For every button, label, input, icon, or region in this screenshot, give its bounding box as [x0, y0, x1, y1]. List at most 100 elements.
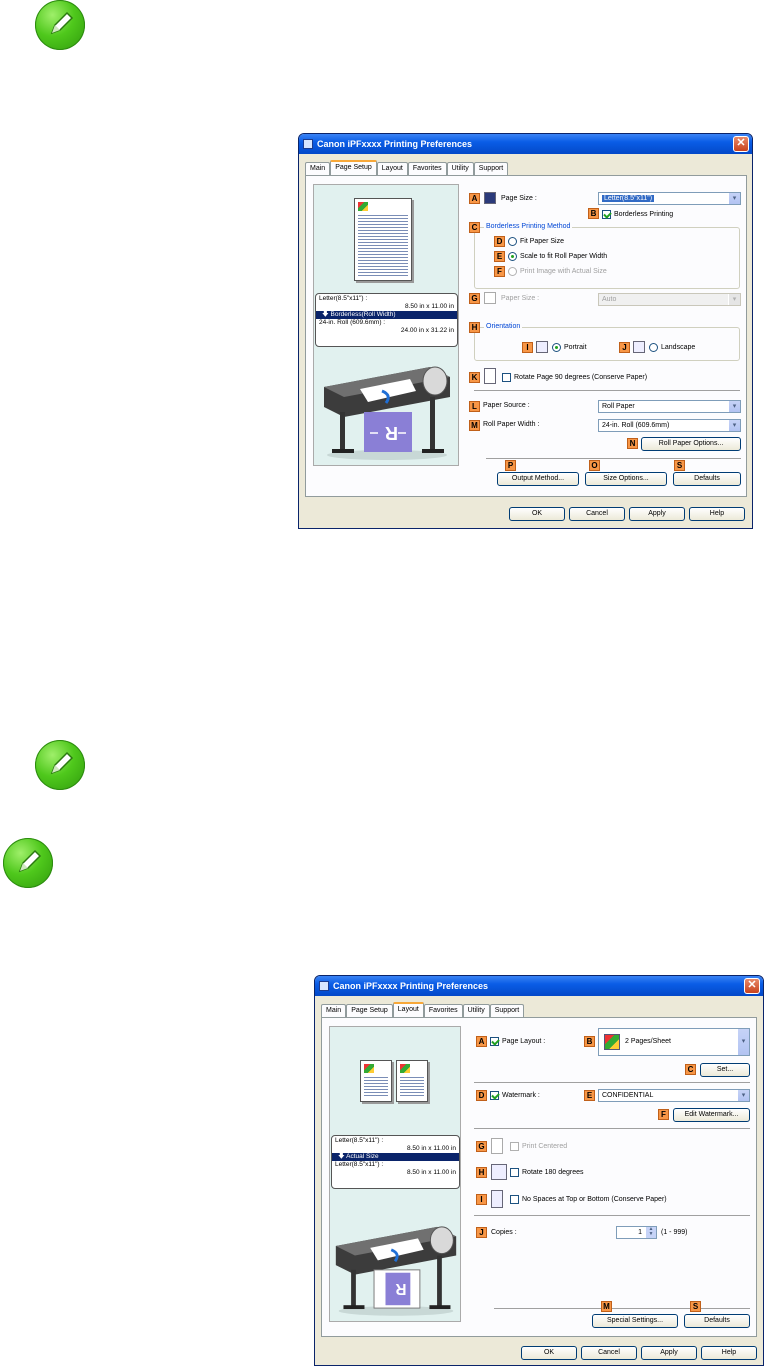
print-centered-label: Print Centered — [522, 1143, 568, 1150]
paper-size-select[interactable]: Auto▾ — [598, 293, 741, 306]
label-k: K — [469, 372, 480, 383]
tab-page-setup[interactable]: Page Setup — [330, 160, 377, 175]
title-bar[interactable]: Canon iPFxxxx Printing Preferences ✕ — [315, 976, 763, 996]
portrait-label: Portrait — [564, 344, 587, 351]
tab-support[interactable]: Support — [489, 1004, 525, 1017]
watermark-select[interactable]: CONFIDENTIAL▾ — [598, 1089, 750, 1102]
watermark-label: Watermark : — [502, 1092, 540, 1099]
tab-utility[interactable]: Utility — [462, 1004, 490, 1017]
ok-button[interactable]: OK — [509, 507, 565, 521]
close-button[interactable]: ✕ — [733, 136, 749, 152]
landscape-label: Landscape — [661, 344, 696, 351]
rotate-180-icon — [491, 1164, 507, 1180]
copies-label: Copies : — [491, 1229, 517, 1236]
borderless-printing-checkbox[interactable] — [602, 210, 611, 219]
copies-stepper[interactable]: 1▲▼ — [616, 1226, 657, 1239]
print-centered-checkbox[interactable] — [510, 1142, 519, 1151]
tab-favorites[interactable]: Favorites — [407, 162, 447, 175]
label-f: F — [494, 266, 505, 277]
label-b: B — [584, 1036, 595, 1047]
rotate-page-label: Rotate Page 90 degrees (Conserve Paper) — [514, 374, 648, 381]
scale-roll-width-radio[interactable] — [508, 252, 517, 261]
page-size-select[interactable]: Letter(8.5"x11")▾ — [598, 192, 741, 205]
label-m: M — [469, 420, 480, 431]
borderless-method-group — [474, 227, 740, 289]
close-button[interactable]: ✕ — [744, 978, 760, 994]
print-actual-size-label: Print Image with Actual Size — [520, 268, 607, 275]
set-button[interactable]: Set... — [700, 1063, 750, 1077]
label-g: G — [476, 1141, 487, 1152]
separator — [474, 1082, 750, 1083]
apply-button[interactable]: Apply — [629, 507, 685, 521]
defaults-button[interactable]: Defaults — [684, 1314, 750, 1328]
svg-text:R: R — [385, 423, 398, 443]
fit-paper-size-radio[interactable] — [508, 237, 517, 246]
paper-source-label: Paper Source : — [483, 402, 530, 409]
landscape-radio[interactable] — [649, 343, 658, 352]
rotate-180-label: Rotate 180 degrees — [522, 1169, 584, 1176]
stepper-arrows-icon[interactable]: ▲▼ — [646, 1227, 656, 1238]
separator — [474, 1128, 750, 1129]
fit-paper-size-label: Fit Paper Size — [520, 238, 564, 245]
help-button[interactable]: Help — [689, 507, 745, 521]
label-o: O — [589, 460, 600, 471]
roll-paper-options-button[interactable]: Roll Paper Options... — [641, 437, 741, 451]
defaults-button[interactable]: Defaults — [673, 472, 741, 486]
no-spaces-label: No Spaces at Top or Bottom (Conserve Pap… — [522, 1196, 667, 1203]
print-actual-size-radio[interactable] — [508, 267, 517, 276]
borderless-printing-label: Borderless Printing — [614, 211, 674, 218]
print-centered-icon — [491, 1138, 503, 1154]
label-a: A — [469, 193, 480, 204]
note-pencil-icon — [35, 740, 85, 790]
printer-illustration: R — [335, 1226, 457, 1316]
cancel-button[interactable]: Cancel — [581, 1346, 637, 1360]
roll-width-select[interactable]: 24-in. Roll (609.6mm)▾ — [598, 419, 741, 432]
tab-main[interactable]: Main — [305, 162, 331, 175]
size-options-button[interactable]: Size Options... — [585, 472, 667, 486]
output-method-button[interactable]: Output Method... — [497, 472, 579, 486]
paper-source-select[interactable]: Roll Paper▾ — [598, 400, 741, 413]
label-c: C — [685, 1064, 696, 1075]
window-title: Canon iPFxxxx Printing Preferences — [317, 139, 473, 149]
tab-main[interactable]: Main — [321, 1004, 347, 1017]
window-title: Canon iPFxxxx Printing Preferences — [333, 981, 489, 991]
ok-button[interactable]: OK — [521, 1346, 577, 1360]
separator — [486, 458, 741, 459]
info-source-dim: 8.50 in x 11.00 in — [406, 1145, 456, 1152]
orientation-group — [474, 327, 740, 361]
no-spaces-checkbox[interactable] — [510, 1195, 519, 1204]
tab-panel: Letter(8.5"x11") : 8.50 in x 11.00 in 🡇 … — [321, 1017, 757, 1337]
info-source-size: Letter(8.5"x11") : — [335, 1137, 384, 1144]
separator — [494, 1308, 750, 1309]
title-bar[interactable]: Canon iPFxxxx Printing Preferences ✕ — [299, 134, 752, 154]
watermark-checkbox[interactable] — [490, 1091, 499, 1100]
page-size-label: Page Size : — [501, 195, 537, 202]
chevron-down-icon: ▾ — [737, 1090, 749, 1101]
page-layout-checkbox[interactable] — [490, 1037, 499, 1046]
landscape-icon — [633, 341, 645, 353]
page-layout-select[interactable]: 2 Pages/Sheet▾ — [598, 1028, 750, 1056]
special-settings-button[interactable]: Special Settings... — [592, 1314, 678, 1328]
info-output-dim: 8.50 in x 11.00 in — [406, 1169, 456, 1176]
tab-support[interactable]: Support — [473, 162, 509, 175]
edit-watermark-button[interactable]: Edit Watermark... — [673, 1108, 750, 1122]
tab-page-setup[interactable]: Page Setup — [346, 1004, 393, 1017]
cancel-button[interactable]: Cancel — [569, 507, 625, 521]
note-pencil-icon — [3, 838, 53, 888]
rotate-180-checkbox[interactable] — [510, 1168, 519, 1177]
label-f: F — [658, 1109, 669, 1120]
apply-button[interactable]: Apply — [641, 1346, 697, 1360]
label-c: C — [469, 222, 480, 233]
label-d: D — [494, 236, 505, 247]
tab-layout[interactable]: Layout — [376, 162, 408, 175]
tab-favorites[interactable]: Favorites — [423, 1004, 463, 1017]
label-h: H — [476, 1167, 487, 1178]
help-button[interactable]: Help — [701, 1346, 757, 1360]
portrait-radio[interactable] — [552, 343, 561, 352]
rotate-page-checkbox[interactable] — [502, 373, 511, 382]
svg-text:R: R — [395, 1280, 406, 1297]
info-output-size: Letter(8.5"x11") : — [335, 1161, 384, 1168]
tab-layout[interactable]: Layout — [392, 1002, 424, 1017]
page-size-icon — [484, 192, 496, 204]
tab-utility[interactable]: Utility — [446, 162, 474, 175]
